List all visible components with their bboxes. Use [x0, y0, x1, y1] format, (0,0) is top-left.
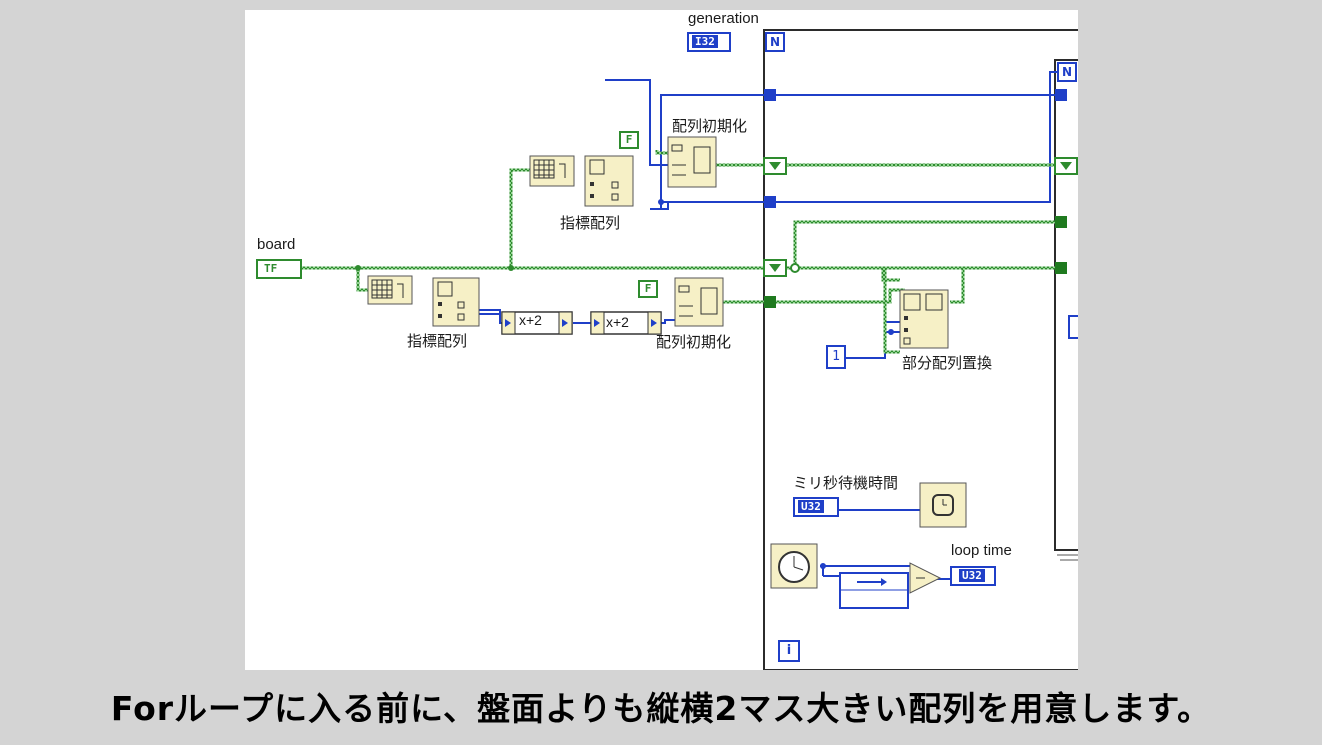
subtract-node[interactable] [909, 562, 942, 594]
index-array-node-2[interactable] [584, 155, 634, 207]
init-array-label-2: 配列初期化 [656, 334, 732, 351]
index-array-label-2: 指標配列 [560, 215, 621, 232]
array-size-node-1[interactable] [367, 275, 413, 305]
block-diagram: generation board 指標配列 指標配列 配列初期化 配列初期化 部… [245, 10, 1078, 670]
generation-control[interactable]: I32 [687, 32, 731, 52]
loop-time-label: loop time [951, 542, 1012, 559]
for-tunnel-int[interactable] [1055, 89, 1067, 101]
while-loop-structure[interactable] [763, 29, 1078, 670]
wait-ms-node[interactable] [919, 482, 967, 528]
diagram-wires [301, 29, 1078, 670]
index-array-node-1[interactable] [432, 277, 480, 327]
loop-time-type: U32 [959, 569, 985, 582]
initialize-array-node-2[interactable] [667, 136, 717, 188]
for-loop-structure[interactable] [1054, 59, 1078, 551]
replace-array-subset-node[interactable] [899, 289, 949, 349]
expression-text-1: x+2 [519, 312, 542, 328]
generation-type: I32 [692, 35, 718, 48]
index-array-label-1: 指標配列 [407, 333, 468, 350]
board-label: board [257, 236, 296, 253]
tunnel-int-1[interactable] [764, 89, 776, 101]
tunnel-bool-1[interactable] [764, 296, 776, 308]
generation-label: generation [688, 10, 759, 27]
replace-subset-label: 部分配列置換 [902, 355, 993, 372]
loop-time-indicator[interactable]: U32 [950, 566, 996, 586]
false-constant-2[interactable]: F [638, 280, 658, 298]
tick-count-node[interactable] [770, 543, 818, 589]
wait-type: U32 [798, 500, 824, 513]
board-control[interactable]: TF [256, 259, 302, 279]
false-constant-1[interactable]: F [619, 131, 639, 149]
expression-text-2: x+2 [606, 314, 629, 330]
caption-text: Forループに入る前に、盤面よりも縦横2マス大きい配列を用意します。 [110, 689, 1212, 728]
expression-node-2[interactable] [590, 311, 662, 335]
constant-one[interactable]: 1 [826, 345, 846, 369]
feedback-node[interactable] [839, 572, 909, 609]
tunnel-int-2[interactable] [764, 196, 776, 208]
for-tunnel-bool-2[interactable] [1055, 262, 1067, 274]
iteration-terminal[interactable]: i [778, 640, 800, 662]
init-array-label-1: 配列初期化 [672, 118, 748, 135]
initialize-array-node-1[interactable] [674, 277, 724, 327]
expression-node-1[interactable] [501, 311, 573, 335]
wait-ms-control[interactable]: U32 [793, 497, 839, 517]
array-size-node-2[interactable] [529, 155, 575, 187]
count-terminal-outer[interactable]: N [765, 32, 785, 52]
for-tunnel-bool-1[interactable] [1055, 216, 1067, 228]
count-terminal-inner[interactable]: N [1057, 62, 1077, 82]
board-type: TF [264, 262, 278, 275]
wait-ms-label: ミリ秒待機時間 [793, 475, 899, 492]
